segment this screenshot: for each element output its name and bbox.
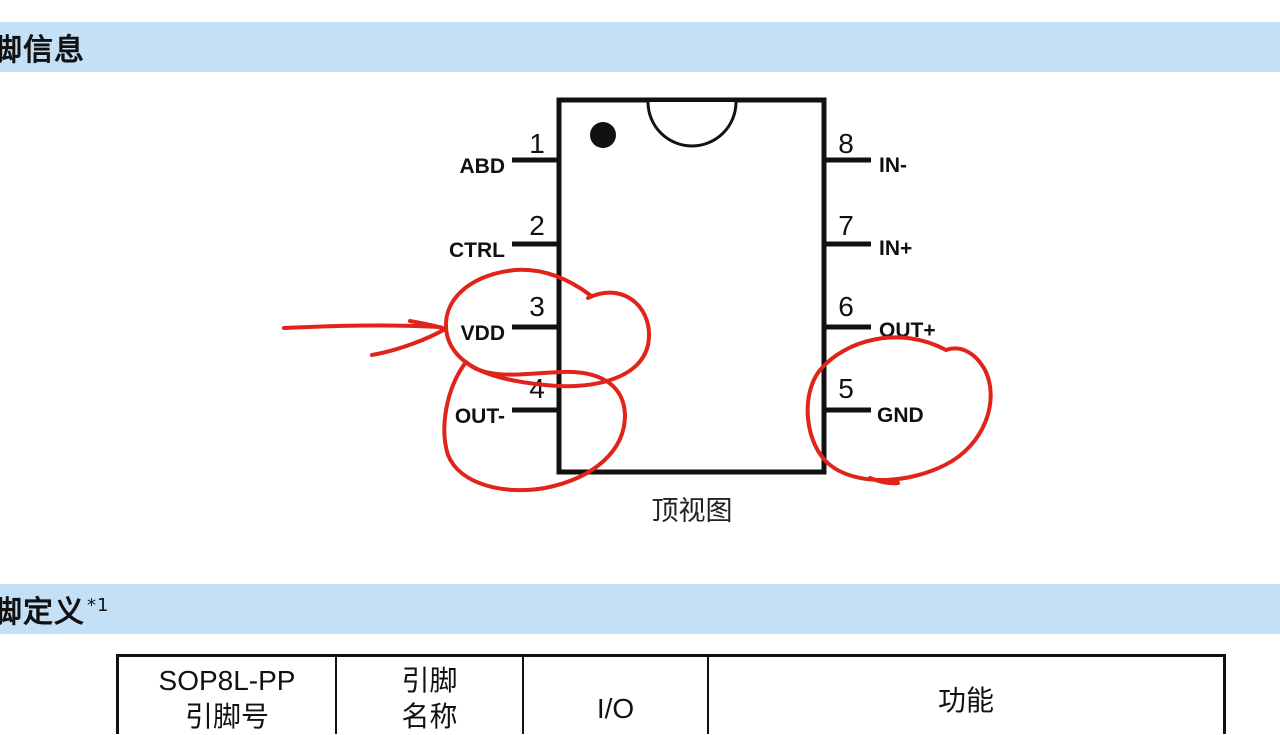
table-header-function: 功能 [709,657,1223,734]
annotation-arrow-head [370,319,447,357]
pin-number: 8 [838,128,854,159]
pin-number: 6 [838,291,854,322]
pin-name: CTRL [449,239,505,262]
annotation-arrow-shaft [282,323,442,330]
pin-number: 4 [529,373,545,404]
red-annotations [282,267,993,493]
pin1-dot [590,122,616,148]
table-header-pin-name: 引脚 名称 [337,657,524,734]
annotation-circle-gnd [805,335,993,486]
pin-name: VDD [461,322,505,345]
header-line: SOP8L-PP [158,665,296,696]
view-label: 顶视图 [652,496,733,527]
header-line: 名称 [401,701,458,732]
pin-name: IN- [879,154,907,177]
table-header-io: I/O [524,657,709,734]
header-line: 引脚号 [184,700,269,733]
pin-number: 3 [529,291,545,322]
header-line: I/O [596,692,635,724]
table-header-pin-number: SOP8L-PP 引脚号 [119,657,337,734]
pin-name: ABD [460,155,506,178]
section-header-pin-definition: 脚定义*1 [0,584,1280,634]
header-line: 功能 [937,685,994,716]
header-line: 引脚 [401,665,458,696]
section-title-text: 脚定义 [0,595,85,630]
pin-definition-table: SOP8L-PP 引脚号 引脚 名称 I/O 功能 [116,654,1226,734]
pin-number: 5 [838,373,854,404]
pin-number: 1 [529,128,545,159]
pin-name: IN+ [879,237,912,260]
pin-name: GND [877,404,924,427]
pin-diagram: 1 2 3 4 5 6 7 8 ABD CTRL VDD OUT- GND OU… [282,97,993,527]
pin-name: OUT- [455,405,505,428]
pin-number: 2 [529,210,545,241]
footnote-marker: *1 [87,595,110,616]
chip-notch [646,101,738,148]
section-header-pin-info: 脚信息 [0,22,1280,72]
section-title: 脚定义*1 [0,587,109,631]
pin-number: 7 [838,210,854,241]
annotation-circle-out-minus [442,360,627,493]
section-title: 脚信息 [0,33,85,68]
chip-body [556,97,827,475]
